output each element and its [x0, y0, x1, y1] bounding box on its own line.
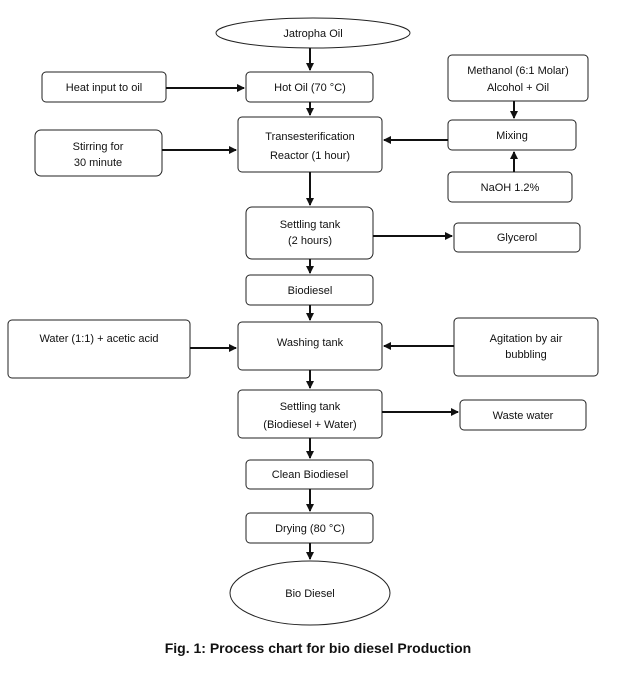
- naoh-label: NaOH 1.2%: [481, 182, 540, 194]
- methanol-node: [447, 54, 589, 102]
- settling-tank-node: [245, 206, 374, 260]
- agitation-label-line-1: Agitation by air: [490, 333, 563, 345]
- jatropha-oil-node: [215, 17, 411, 49]
- hot-oil-label: Hot Oil (70 °C): [274, 82, 346, 94]
- settling-tank-label-line-2: (2 hours): [288, 235, 332, 247]
- mixing-node: [447, 119, 577, 151]
- glycerol-label: Glycerol: [497, 232, 537, 244]
- agitation-node: [453, 317, 599, 377]
- bio-diesel-output-node: [229, 560, 391, 626]
- reactor-label-line-2: Reactor (1 hour): [270, 150, 350, 162]
- jatropha-oil-label: Jatropha Oil: [283, 28, 342, 40]
- clean-biodiesel-label: Clean Biodiesel: [272, 469, 348, 481]
- settling-tank-2-label-line-2: (Biodiesel + Water): [263, 419, 356, 431]
- naoh-node: [447, 171, 573, 203]
- washing-tank-label: Washing tank: [277, 337, 344, 349]
- methanol-label-line-2: Alcohol + Oil: [487, 82, 549, 94]
- bio-diesel-output-label: Bio Diesel: [285, 588, 335, 600]
- settling-tank-label-line-1: Settling tank: [280, 219, 341, 231]
- stirring-node: [34, 129, 163, 177]
- waste-water-label: Waste water: [493, 410, 554, 422]
- mixing-label: Mixing: [496, 130, 528, 142]
- water-acid-node: [7, 319, 191, 379]
- reactor-label-line-1: Transesterification: [265, 131, 354, 143]
- water-acid-label: Water (1:1) + acetic acid: [39, 333, 158, 345]
- agitation-label-line-2: bubbling: [505, 349, 547, 361]
- methanol-label-line-1: Methanol (6:1 Molar): [467, 65, 569, 77]
- drying-label: Drying (80 °C): [275, 523, 345, 535]
- heat-input-label: Heat input to oil: [66, 82, 142, 94]
- biodiesel-label: Biodiesel: [288, 285, 333, 297]
- reactor-node: [237, 116, 383, 173]
- figure-caption: Fig. 1: Process chart for bio diesel Pro…: [164, 640, 472, 656]
- stirring-label-line-1: Stirring for: [73, 141, 124, 153]
- settling-tank-2-label-line-1: Settling tank: [280, 401, 341, 413]
- stirring-label-line-2: 30 minute: [74, 157, 122, 169]
- waste-water-node: [459, 399, 587, 431]
- glycerol-node: [453, 222, 581, 253]
